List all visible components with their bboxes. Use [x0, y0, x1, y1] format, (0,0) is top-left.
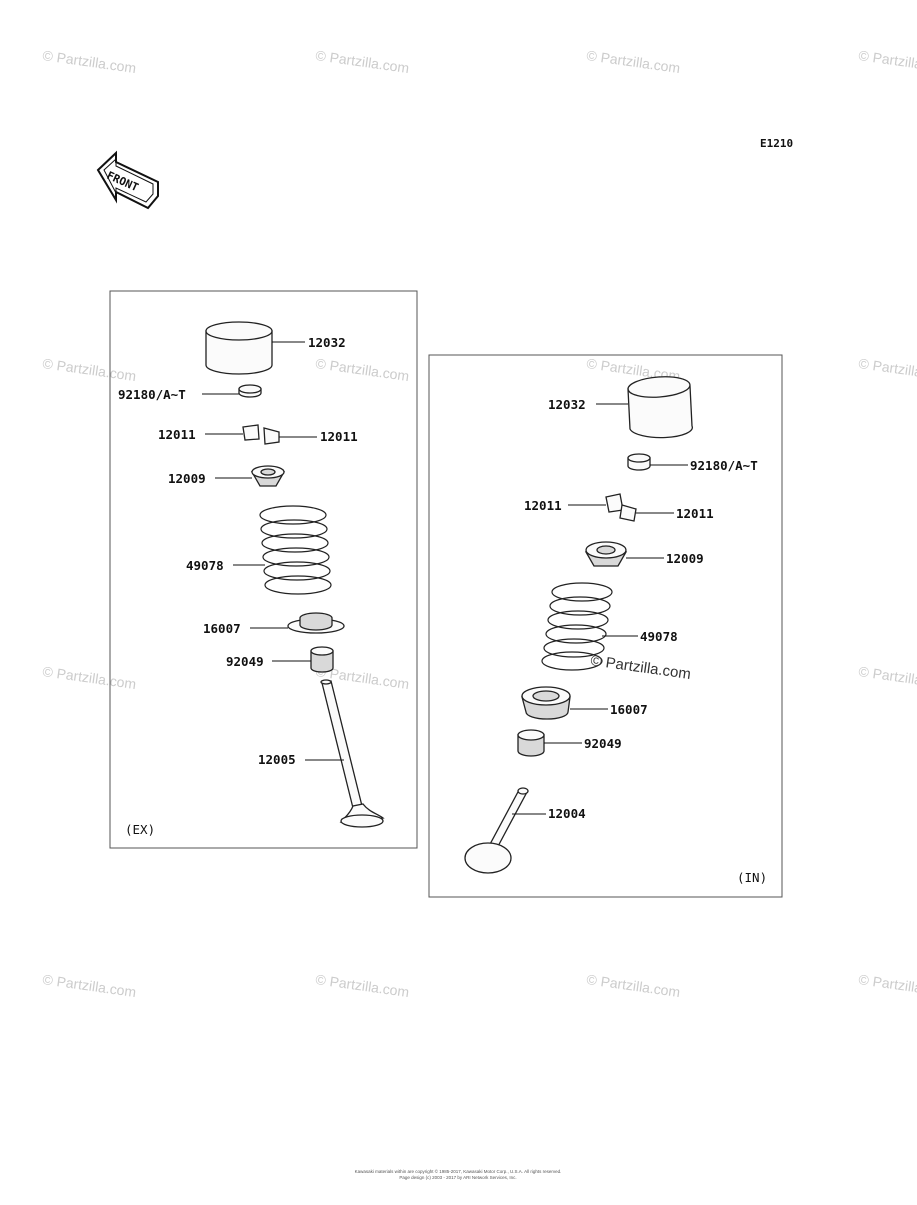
copyright-line-2: Page design (c) 2003 - 2017 by ARI Netwo… [399, 1175, 516, 1180]
in-retainer-part [584, 541, 628, 567]
diagram-code: E1210 [760, 137, 793, 150]
intake-frame [428, 354, 783, 898]
in-label-spring: 49078 [640, 629, 678, 644]
in-label-retainer: 12009 [666, 551, 704, 566]
in-keepers-part [605, 493, 637, 522]
ex-stem-seal-part [310, 646, 334, 673]
ex-label-spring: 49078 [186, 558, 224, 573]
ex-lifter-part [205, 321, 273, 375]
in-stem-seal-part [517, 729, 545, 757]
in-lifter-part [627, 376, 693, 439]
watermark: © Partzilla.com [858, 47, 917, 76]
in-caption: (IN) [737, 870, 767, 885]
ex-label-stem-seal: 92049 [226, 654, 264, 669]
ex-retainer-part [250, 465, 286, 487]
watermark: © Partzilla.com [586, 971, 682, 1000]
watermark: © Partzilla.com [42, 971, 138, 1000]
intake-panel: 12032 92180/A~T 12011 12011 12009 [428, 354, 783, 898]
ex-label-lifter: 12032 [308, 335, 346, 350]
ex-label-keeper-left: 12011 [158, 427, 196, 442]
ex-caption: (EX) [125, 822, 155, 837]
ex-shim-part [238, 384, 262, 398]
ex-label-keeper-right: 12011 [320, 429, 358, 444]
watermark: © Partzilla.com [42, 663, 138, 692]
front-arrow-icon: FRONT [96, 150, 159, 210]
ex-label-valve: 12005 [258, 752, 296, 767]
ex-label-shim: 92180/A~T [118, 387, 186, 402]
watermark: © Partzilla.com [315, 971, 411, 1000]
watermark: © Partzilla.com [858, 663, 917, 692]
copyright-line-1: Kawasaki materials within are copyright … [355, 1168, 562, 1174]
watermark: © Partzilla.com [315, 355, 411, 384]
ex-spring-part [259, 505, 332, 595]
ex-label-retainer: 12009 [168, 471, 206, 486]
ex-spring-seat-part [287, 612, 345, 634]
watermark: © Partzilla.com [858, 355, 917, 384]
in-shim-part [627, 453, 651, 471]
in-label-valve: 12004 [548, 806, 586, 821]
exhaust-panel: 12032 92180/A~T 12011 12011 12009 [109, 290, 418, 849]
ex-label-spring-seat: 16007 [203, 621, 241, 636]
in-valve-part [464, 787, 529, 874]
in-spring-seat-part [521, 686, 571, 720]
ex-valve-part [320, 679, 385, 828]
in-label-keeper-left: 12011 [524, 498, 562, 513]
watermark: © Partzilla.com [42, 355, 138, 384]
in-spring-part [541, 582, 613, 671]
in-label-stem-seal: 92049 [584, 736, 622, 751]
in-label-lifter: 12032 [548, 397, 586, 412]
watermark: © Partzilla.com [586, 47, 682, 76]
watermark: © Partzilla.com [858, 971, 917, 1000]
watermark-overlay: © Partzilla.com [589, 652, 691, 683]
watermark: © Partzilla.com [42, 47, 138, 76]
ex-keepers-part [242, 424, 280, 445]
in-label-shim: 92180/A~T [690, 458, 758, 473]
in-label-spring-seat: 16007 [610, 702, 648, 717]
exhaust-frame [109, 290, 418, 849]
watermark: © Partzilla.com [315, 47, 411, 76]
in-label-keeper-right: 12011 [676, 506, 714, 521]
